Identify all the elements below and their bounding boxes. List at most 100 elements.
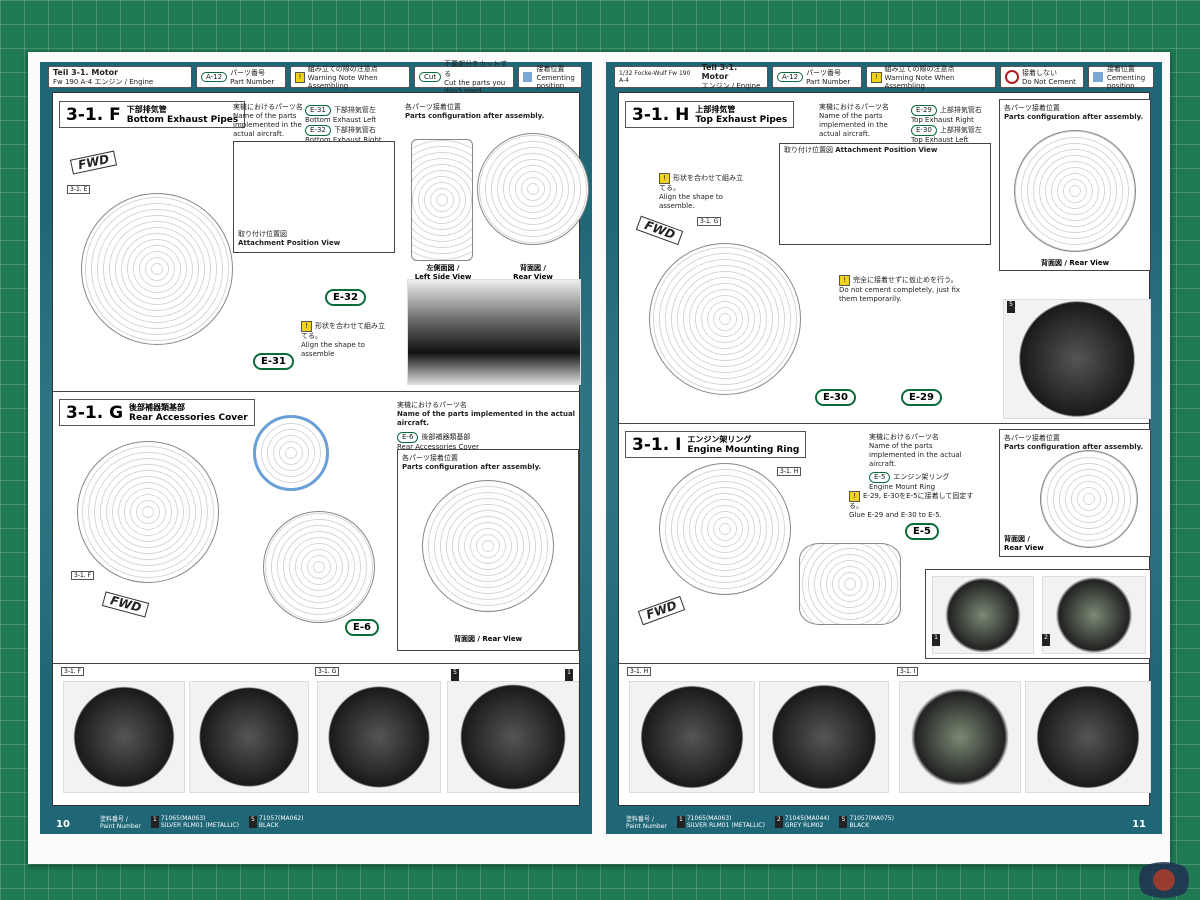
- prev-step-tag-g: 3-1. F: [71, 571, 95, 580]
- photo-g-2: [447, 681, 579, 793]
- fwd-arrow-i: FWD: [637, 595, 686, 626]
- photo-row-right: 3-1. H 3-1. I: [619, 663, 1151, 795]
- tag-e30: E-30: [815, 389, 856, 406]
- warning-icon: !: [295, 71, 305, 83]
- warning-icon-right: !: [871, 71, 882, 83]
- warning-en: Warning Note When Assembling: [307, 74, 378, 90]
- page-right: 1/32 Focke-Wulf Fw 190 A-4 Teil 3-1. Mot…: [606, 62, 1162, 834]
- photo-h-1: [629, 681, 755, 793]
- rear-drawing-f: [477, 133, 589, 245]
- section-g-en: Rear Accessories Cover: [129, 413, 248, 423]
- prev-step-tag-i: 3-1. H: [777, 467, 802, 476]
- warning-jp: 組み立ての際の注意点: [307, 65, 378, 73]
- section-g-number: 3-1. G: [66, 402, 124, 423]
- photo-f-2: [189, 681, 309, 793]
- photo-f-1: [63, 681, 185, 793]
- cover-detail-g: [253, 415, 329, 491]
- page-header-right: 1/32 Focke-Wulf Fw 190 A-4 Teil 3-1. Mot…: [606, 62, 1162, 92]
- parts-jp: 実機におけるパーツ名: [233, 103, 303, 111]
- no-cement-icon: [1005, 70, 1019, 84]
- section-f-number: 3-1. F: [66, 104, 121, 125]
- photo-label-g: 3-1. G: [315, 667, 340, 676]
- e32-en: Bottom Exhaust Right: [305, 136, 382, 144]
- left-side-drawing-f: [411, 139, 473, 261]
- e31-en: Bottom Exhaust Left: [305, 116, 377, 124]
- section-f-jp: 下部排気管: [126, 105, 167, 114]
- fwd-arrow-f: FWD: [69, 150, 118, 175]
- mount-ring-drawing: [799, 543, 901, 625]
- attachment-view-h: 取り付け位置図 Attachment Position View: [779, 143, 991, 245]
- section-g-parts-label: 実機におけるパーツ名 Name of the parts implemented…: [397, 401, 576, 451]
- align-note-h: !形状を合わせて組み立てる。Align the shape to assembl…: [659, 173, 743, 210]
- ring-photo-panel: 1 2: [925, 569, 1151, 659]
- part-number-badge: A-12: [201, 72, 228, 82]
- section-g-jp: 後部補器類基部: [129, 403, 186, 412]
- e31-jp: 下部排気管左: [333, 106, 376, 114]
- cement-jp: 接着位置: [536, 65, 565, 73]
- page-header-left: Teil 3-1. Motor Fw 190 A-4 エンジン / Engine…: [40, 60, 592, 95]
- engine-drawing-g: [77, 441, 219, 583]
- config-en: Parts configuration after assembly.: [405, 112, 545, 120]
- tag-e5: E-5: [905, 523, 939, 540]
- photo-ring: [932, 576, 1034, 654]
- rear-drawing-h: [1014, 130, 1136, 252]
- align-note-f: !形状を合わせて組み立てる。Align the shape to assembl…: [301, 321, 385, 358]
- prev-step-tag-f: 3-1. E: [67, 185, 91, 194]
- tag-e32: E-32: [325, 289, 366, 306]
- photo-section-f: [407, 279, 581, 385]
- photo-section-h: [1003, 299, 1151, 419]
- photo-h-2: [759, 681, 889, 793]
- cement-en: Cementing position: [536, 74, 575, 90]
- tag-e29: E-29: [901, 389, 942, 406]
- header-title-block-right: 1/32 Focke-Wulf Fw 190 A-4 Teil 3-1. Mot…: [614, 63, 768, 90]
- engine-drawing-h: [649, 243, 801, 395]
- tag-e6: E-6: [345, 619, 379, 636]
- engine-drawing-f: [81, 193, 233, 345]
- header-subtitle: エンジン / Engine: [94, 77, 154, 86]
- section-f-config-label: 各パーツ接着位置 Parts configuration after assem…: [405, 103, 575, 121]
- cement-swatch: [523, 72, 533, 82]
- part-number-en: Part Number: [230, 78, 275, 86]
- photo-label-i: 3-1. I: [897, 667, 919, 676]
- prev-step-tag-h: 3-1. G: [697, 217, 722, 226]
- page-left: Teil 3-1. Motor Fw 190 A-4 エンジン / Engine…: [40, 60, 592, 834]
- cut-icon: Cut: [419, 72, 442, 82]
- section-h-number: 3-1. H: [632, 104, 690, 125]
- e32-jp: 下部排気管右: [333, 126, 376, 134]
- rear-caption-f: 背面図 /Rear View: [513, 264, 553, 281]
- photo-g-1: [317, 681, 441, 793]
- rear-drawing-g: [422, 480, 554, 612]
- fwd-arrow-g: FWD: [101, 591, 150, 618]
- photo-row-left: 3-1. F 3-1. G 5 1: [53, 663, 579, 795]
- photo-ring-mounted: [1042, 576, 1146, 654]
- paint-chip-1: 1: [565, 669, 573, 681]
- header-title: Teil 3-1. Motor: [53, 67, 119, 77]
- cut-jp: 不要部分をカットする: [444, 60, 508, 78]
- engine-drawing-i: [659, 463, 791, 595]
- accessory-cover-drawing: [263, 511, 375, 623]
- part-number-jp: パーツ番号: [230, 69, 265, 77]
- page-number-right: 11: [1132, 819, 1146, 830]
- section-f-parts-label: 実機におけるパーツ名 Name of the parts implemented…: [233, 103, 303, 139]
- photo-label-f: 3-1. F: [61, 667, 85, 676]
- photo-i-2: [1025, 681, 1151, 793]
- paint-chip-5: 5: [451, 669, 459, 681]
